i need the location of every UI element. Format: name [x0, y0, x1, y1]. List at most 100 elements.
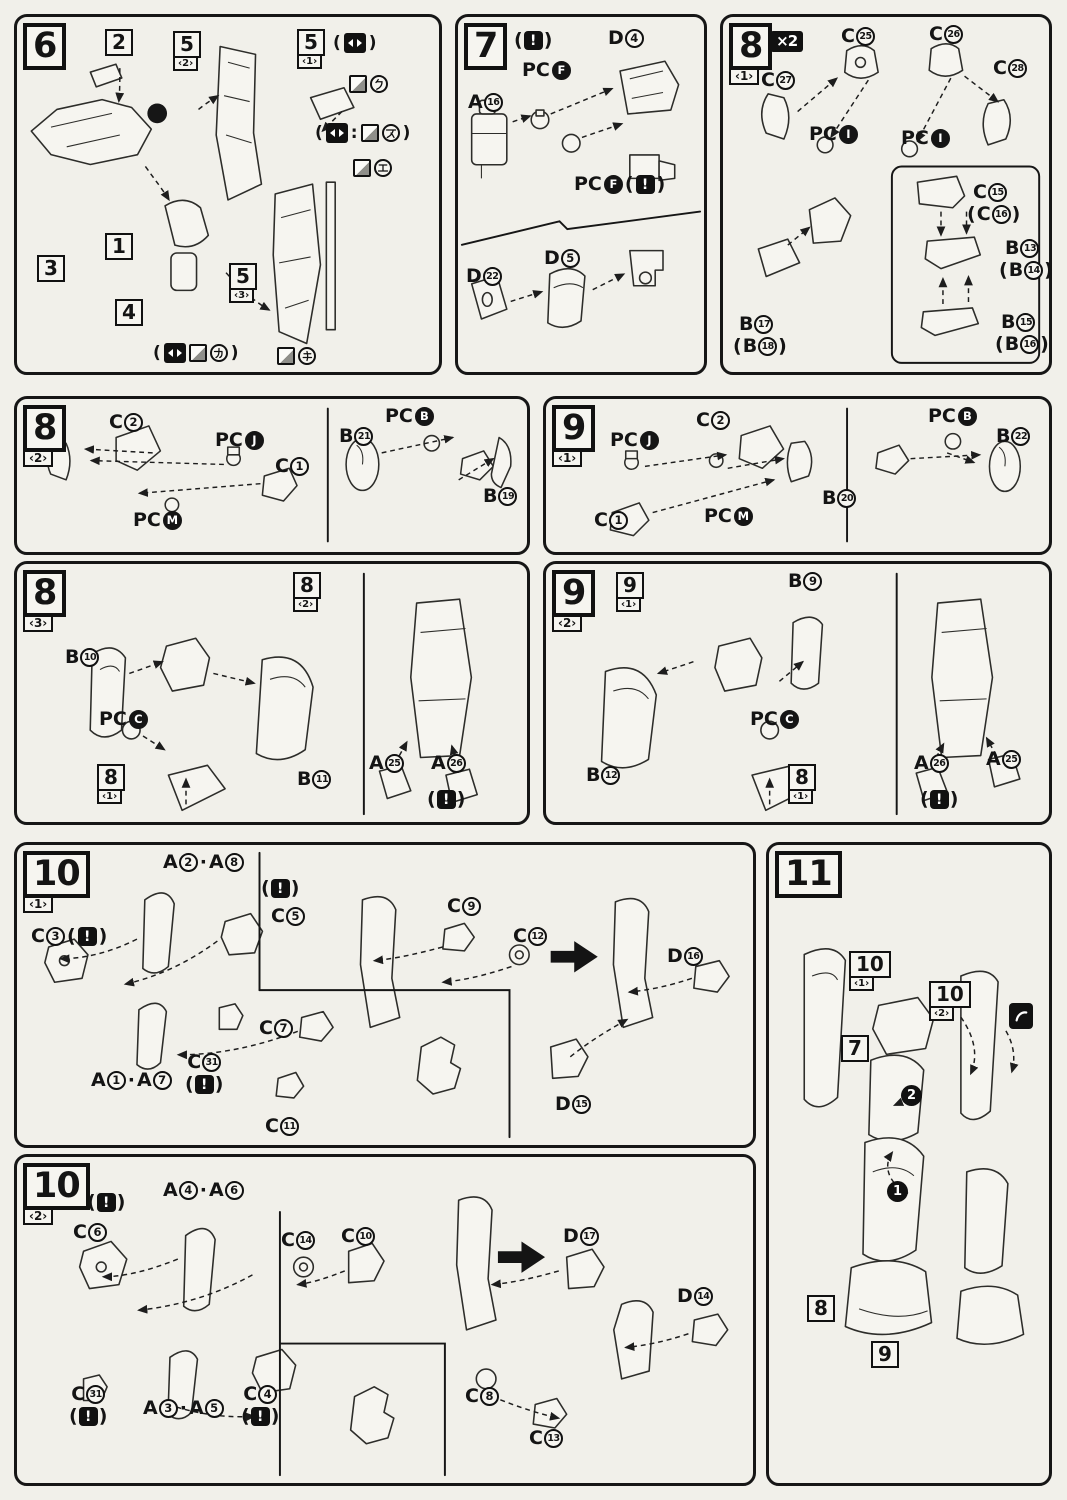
step-8-1-illustration	[757, 42, 1041, 364]
caution-group: (!)	[87, 1193, 125, 1212]
caution-icon: !	[635, 175, 655, 194]
circled-number: 12	[601, 766, 621, 785]
label-text: B	[1004, 333, 1020, 355]
label-text: PC	[704, 505, 732, 527]
circled-number: 8	[224, 853, 244, 872]
step-reference: 8‹2›	[293, 572, 321, 612]
label-text: C	[993, 57, 1007, 79]
label-text: PC	[522, 59, 550, 81]
step-reference: 9	[871, 1341, 899, 1368]
circled-number: 25	[855, 27, 875, 46]
label-text: PC	[928, 405, 956, 427]
label-text: A	[91, 1069, 106, 1091]
circled-letter: B	[957, 407, 977, 426]
label-text: (	[514, 29, 523, 51]
label-text: B	[1001, 311, 1016, 333]
label-text: A	[136, 1069, 152, 1091]
kana-circle-mark	[209, 344, 228, 362]
caution-icon: !	[250, 1407, 270, 1426]
circled-number: 4	[624, 29, 644, 48]
caution-icon: !	[77, 927, 97, 946]
step-number: 8	[23, 405, 67, 453]
circled-number: 13	[543, 1429, 563, 1448]
label-text: D	[677, 1285, 693, 1307]
label-text: C	[341, 1225, 355, 1247]
label-text: )	[98, 925, 108, 947]
step-number: 10	[23, 851, 90, 899]
step-number-badge: 8×2‹1›	[729, 23, 804, 86]
label-text: A	[163, 851, 178, 873]
label-text: ·	[199, 1179, 207, 1201]
step-reference-number: 5	[297, 29, 325, 56]
circled-number: 18	[758, 337, 778, 356]
label-text: B	[297, 768, 312, 790]
step-number: 7	[464, 23, 508, 71]
caution-icon: !	[523, 31, 543, 50]
step-reference-substep: ‹1›	[849, 976, 875, 991]
label-text: (	[69, 1405, 78, 1427]
label-text: B	[742, 335, 758, 357]
circled-number: 27	[775, 71, 795, 90]
step-reference: 1	[105, 233, 133, 260]
label-text: )	[1044, 259, 1053, 281]
label-text: D	[544, 247, 560, 269]
caution-group: (!)	[261, 879, 299, 898]
circled-number: 5	[560, 249, 580, 268]
step-11-illustration	[803, 948, 1025, 1346]
circled-number: 14	[693, 1287, 713, 1306]
label-text: (	[624, 173, 634, 195]
step-reference: 8‹1›	[97, 764, 125, 804]
caution-group: (!)	[920, 790, 958, 809]
label-text: PC	[99, 708, 127, 730]
label-text: C	[529, 1427, 543, 1449]
label-text: C	[187, 1051, 202, 1073]
label-text: )	[949, 788, 959, 810]
caution-label: (!)	[427, 790, 465, 809]
label-text: C	[841, 25, 855, 47]
label-text: C	[259, 1017, 273, 1039]
label-text: (	[261, 877, 270, 899]
circled-number: 22	[482, 267, 502, 286]
label-text: )	[230, 343, 239, 363]
label-text: C	[73, 1221, 87, 1243]
kana-circle-mark	[370, 75, 388, 93]
